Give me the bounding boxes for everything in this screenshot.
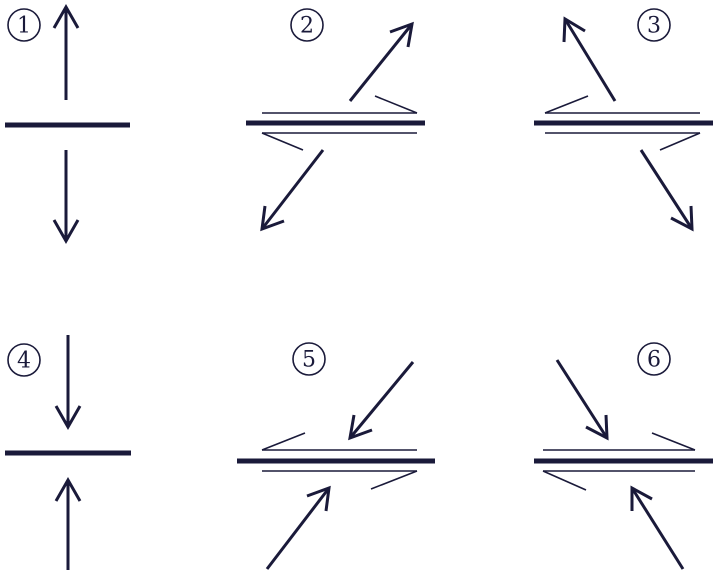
panel-5: 5 <box>237 342 435 570</box>
panel-6: 6 <box>534 342 713 570</box>
slip-mark-upper-3 <box>544 95 700 114</box>
slip-mark-upper-5 <box>261 432 417 451</box>
panel-2: 2 <box>246 8 425 232</box>
arrow-down-left-5 <box>348 361 415 441</box>
slip-mark-lower-5 <box>262 470 418 490</box>
arrow-down-left-2 <box>260 149 325 232</box>
label-1: 1 <box>17 14 31 39</box>
arrow-down-right-6 <box>555 359 609 441</box>
label-2: 2 <box>300 14 314 39</box>
label-5: 5 <box>302 348 316 373</box>
arrow-up-left-3 <box>562 16 617 102</box>
arrow-down-1 <box>52 150 80 245</box>
arrow-up-right-5 <box>265 485 331 570</box>
label-6-badge: 6 <box>637 342 671 376</box>
label-3-badge: 3 <box>637 8 671 42</box>
label-4-badge: 4 <box>7 343 41 377</box>
label-3: 3 <box>647 14 661 39</box>
arrow-up-1 <box>52 3 80 100</box>
label-6: 6 <box>647 348 661 373</box>
arrow-up-right-2 <box>348 21 414 102</box>
arrow-down-right-3 <box>639 149 694 232</box>
arrow-up-4 <box>54 476 82 570</box>
slip-mark-upper-2 <box>262 95 418 114</box>
panel-4: 4 <box>5 335 131 570</box>
slip-mark-lower-3 <box>545 132 701 151</box>
arrow-down-4 <box>54 335 82 431</box>
label-5-badge: 5 <box>292 342 326 376</box>
panel-3: 3 <box>534 8 713 232</box>
slip-mark-lower-2 <box>261 132 417 151</box>
label-2-badge: 2 <box>290 8 324 42</box>
label-1-badge: 1 <box>7 8 41 42</box>
slip-mark-upper-6 <box>543 432 696 451</box>
arrow-up-left-6 <box>630 485 685 570</box>
label-4: 4 <box>17 349 31 374</box>
panel-1: 1 <box>5 3 130 245</box>
slip-mark-lower-6 <box>542 470 695 491</box>
